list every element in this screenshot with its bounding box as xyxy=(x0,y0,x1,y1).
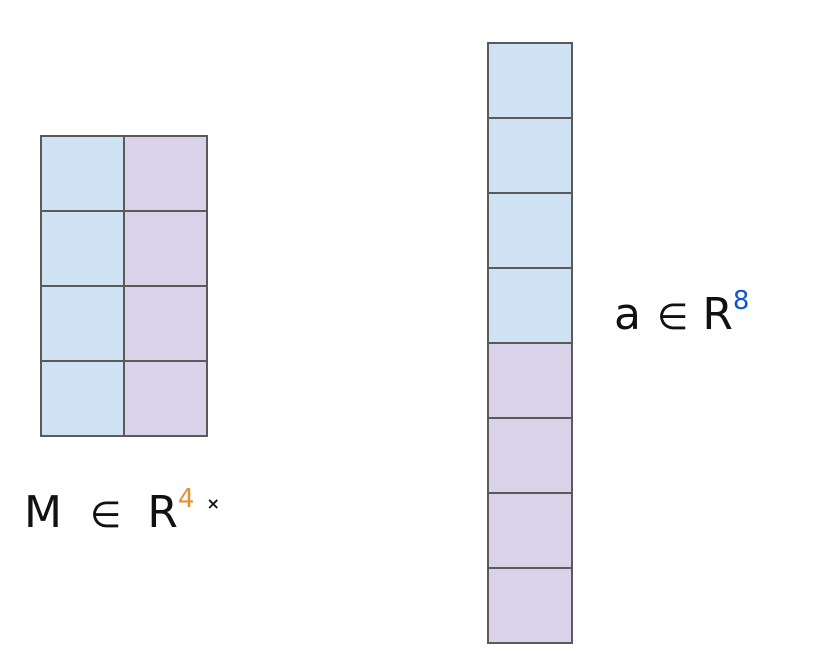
vector-grid xyxy=(487,42,573,644)
vector-cell xyxy=(489,569,573,644)
vector-cell xyxy=(489,119,573,194)
matrix-cell xyxy=(125,137,208,212)
matrix-element-of-symbol: ∈ xyxy=(89,495,122,536)
vector-cell xyxy=(489,194,573,269)
matrix-cell xyxy=(125,362,208,437)
matrix-symbol: M xyxy=(24,487,62,538)
matrix-cell xyxy=(125,212,208,287)
matrix-cell xyxy=(42,212,125,287)
vector-cell xyxy=(489,344,573,419)
vector-element-of-symbol: ∈ xyxy=(656,297,689,338)
matrix-cell xyxy=(42,137,125,212)
matrix-grid xyxy=(40,135,208,437)
vector-cell xyxy=(489,494,573,569)
matrix-cell xyxy=(125,287,208,362)
matrix-space-symbol: R xyxy=(147,487,178,538)
matrix-times-symbol: × xyxy=(206,494,220,513)
matrix-cell xyxy=(42,287,125,362)
vector-cell xyxy=(489,269,573,344)
vector-cell xyxy=(489,44,573,119)
matrix-label: M ∈ R4 × xyxy=(24,486,220,535)
vector-space-symbol: R xyxy=(702,289,733,340)
vector-exponent: 8 xyxy=(732,286,750,316)
matrix-cell xyxy=(42,362,125,437)
vector-symbol: a xyxy=(614,289,641,340)
matrix-exponent: 4 xyxy=(177,484,195,514)
vector-cell xyxy=(489,419,573,494)
vector-label: a ∈ R8 xyxy=(614,288,749,337)
